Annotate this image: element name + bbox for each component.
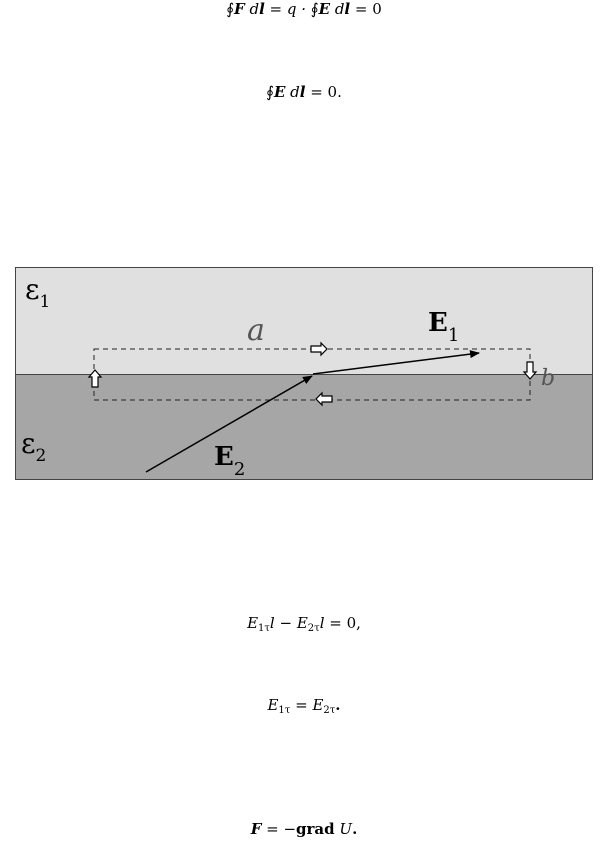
length-symbol: l — [319, 614, 325, 632]
contour-integral-symbol: ∮ — [226, 0, 235, 18]
subscript: 1τ — [258, 623, 270, 634]
force-vector: F — [250, 820, 262, 838]
epsilon-2-label: ε2 — [21, 427, 46, 466]
subscript: 2τ — [307, 623, 320, 634]
length-symbol: l — [269, 614, 275, 632]
equation-tangential-equality: E1τ = E2τ. — [0, 696, 608, 716]
field-symbol: E — [247, 614, 259, 632]
equation-rhs: = 0 — [350, 0, 382, 18]
grad-operator: grad — [296, 820, 335, 838]
minus-sign: − — [274, 614, 297, 632]
equation-tangential-balance: E1τl − E2τl = 0, — [0, 614, 608, 634]
field-e2-label: E2 — [214, 442, 245, 480]
differential-d: d — [330, 0, 345, 18]
period: . — [335, 696, 341, 714]
potential-symbol: U — [334, 820, 353, 838]
contour-arrow-top-right — [310, 341, 328, 357]
boundary-diagram: ε1 ε2 a b E1 E2 — [15, 267, 593, 480]
field-vector-e2-arrow — [145, 375, 313, 473]
contour-integral-symbol: ∮ — [266, 83, 274, 101]
contour-arrow-right-down — [522, 361, 538, 380]
equation-circulation-field: ∮E dl = 0. — [0, 83, 608, 101]
element-vector: l — [344, 0, 351, 18]
field-vector-e1-arrow — [312, 350, 480, 375]
field-vector: E — [273, 83, 286, 101]
equation-circulation-force: ∮F dl = q · ∮E dl = 0 — [0, 0, 608, 18]
upper-medium-region — [15, 267, 593, 375]
field-e1-label: E1 — [428, 308, 459, 346]
equation-rhs: = 0, — [324, 614, 361, 632]
period: . — [352, 820, 358, 838]
subscript: 1τ — [278, 705, 291, 716]
equals-minus: = − — [261, 820, 297, 838]
field-symbol: E — [312, 696, 324, 714]
subscript: 2τ — [323, 705, 336, 716]
contour-arrow-bottom-left — [315, 391, 333, 407]
contour-side-a-label: a — [247, 313, 265, 348]
epsilon-1-label: ε1 — [25, 273, 50, 312]
contour-integral-symbol: ∮ — [310, 0, 319, 18]
contour-side-b-label: b — [541, 366, 555, 391]
differential-d: d — [285, 83, 300, 101]
equation-rhs: = 0. — [305, 83, 342, 101]
field-symbol: E — [296, 614, 308, 632]
equals-sign: = — [290, 696, 313, 714]
lower-medium-region — [15, 374, 593, 480]
field-symbol: E — [267, 696, 279, 714]
charge-product: = q · — [264, 0, 311, 18]
element-vector: l — [299, 83, 306, 101]
contour-arrow-left-up — [87, 369, 103, 388]
equation-force-gradient: F = −grad U. — [0, 820, 608, 838]
element-vector: l — [259, 0, 265, 18]
differential-d: d — [244, 0, 260, 18]
force-vector: F — [234, 0, 245, 18]
field-vector: E — [318, 0, 331, 18]
